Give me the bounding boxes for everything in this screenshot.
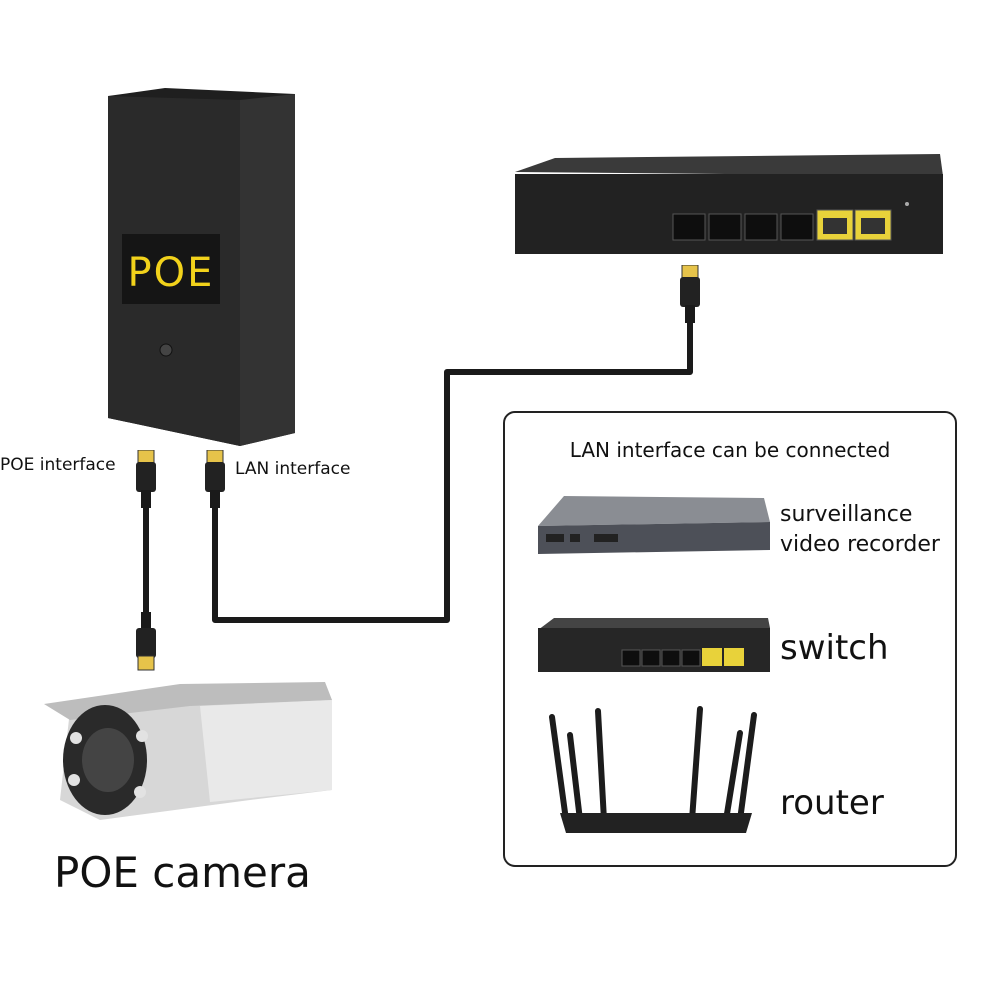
nvr-icon [538,496,770,554]
lan-cable [212,315,693,623]
lan-plug-top [205,450,225,508]
poe-plug-top [136,450,156,508]
switch-icon [538,618,770,672]
switch-label: switch [780,628,889,668]
nvr-label-line1: surveillance [780,502,913,527]
poe-camera-device [44,682,332,820]
nvr-label-line2: video recorder [780,532,940,557]
router-label: router [780,783,884,823]
poe-injector [108,88,295,446]
poe-badge: POE [127,250,215,296]
poe-camera-label: POE camera [54,848,311,897]
poe-interface-label: POE interface [0,455,116,475]
router-icon [549,706,757,833]
panel-title: LAN interface can be connected [569,438,891,462]
poe-plug-camera [136,612,156,671]
connectable-devices-panel [503,411,957,867]
lan-plug-switch [680,265,700,323]
poe-switch-main [515,154,943,254]
lan-interface-label: LAN interface [235,459,351,479]
